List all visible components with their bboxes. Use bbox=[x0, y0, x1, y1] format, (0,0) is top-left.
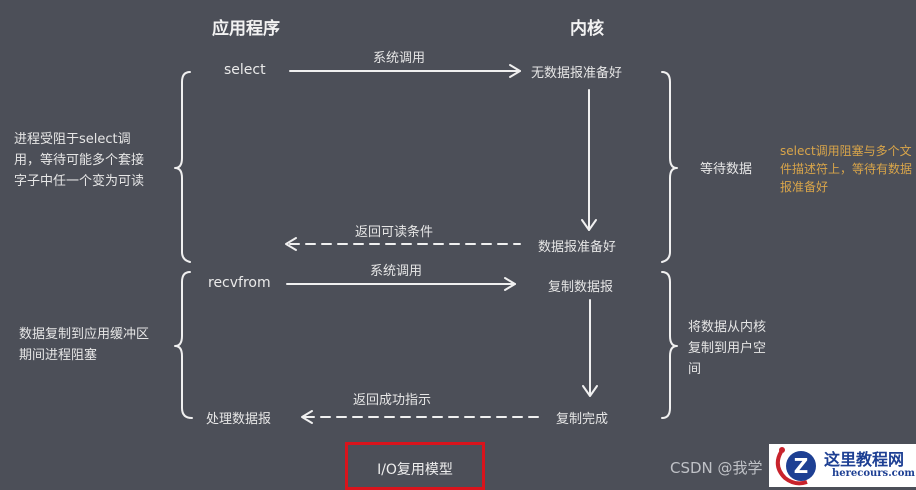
datagram-ready-label: 数据报准备好 bbox=[538, 240, 617, 255]
logo-cn-text: 这里教程网 bbox=[824, 450, 905, 469]
z-logo-icon: Z bbox=[775, 447, 816, 486]
left-brace-1 bbox=[174, 71, 191, 263]
site-logo: Z 这里教程网 herecours.com bbox=[769, 444, 916, 487]
select-call-label: select bbox=[224, 62, 266, 78]
recvfrom-call-label: recvfrom bbox=[208, 275, 271, 291]
kernel-header: 内核 bbox=[570, 19, 604, 39]
syscall-arrow-2 bbox=[286, 277, 516, 291]
right-brace-1 bbox=[661, 71, 678, 263]
svg-text:Z: Z bbox=[794, 454, 809, 478]
process-datagram-label: 处理数据报 bbox=[206, 412, 272, 427]
return-readable-label: 返回可读条件 bbox=[355, 225, 434, 240]
logo-en-text: herecours.com bbox=[832, 468, 916, 479]
syscall-label-2: 系统调用 bbox=[370, 264, 423, 279]
caption-label: I/O复用模型 bbox=[377, 462, 453, 478]
copy-complete-label: 复制完成 bbox=[556, 412, 609, 427]
caption-box: I/O复用模型 bbox=[345, 442, 485, 490]
wait-down-arrow bbox=[581, 89, 597, 231]
copy-down-arrow bbox=[582, 299, 598, 397]
return-dashed-arrow-2 bbox=[301, 410, 546, 424]
copy-datagram-label: 复制数据报 bbox=[548, 280, 614, 295]
return-success-label: 返回成功指示 bbox=[353, 393, 432, 408]
syscall-arrow-1 bbox=[289, 64, 521, 78]
copy-to-user-note: 将数据从内核复制到用户空间 bbox=[688, 320, 767, 377]
right-brace-2 bbox=[661, 271, 678, 419]
select-note-orange: select调用阻塞与多个文件描述符上，等待有数据报准备好 bbox=[780, 144, 913, 194]
csdn-watermark: CSDN @我学 bbox=[670, 459, 763, 477]
select-blocked-note: 进程受阻于select调用，等待可能多个套接字子中任一个变为可读 bbox=[14, 132, 145, 189]
app-header: 应用程序 bbox=[212, 19, 280, 39]
copy-blocked-note: 数据复制到应用缓冲区期间进程阻塞 bbox=[19, 327, 150, 363]
left-brace-2 bbox=[174, 271, 193, 419]
no-datagram-ready-label: 无数据报准备好 bbox=[531, 66, 623, 81]
wait-data-label: 等待数据 bbox=[700, 162, 753, 177]
return-dashed-arrow-1 bbox=[285, 237, 521, 251]
syscall-label-1: 系统调用 bbox=[373, 51, 426, 66]
